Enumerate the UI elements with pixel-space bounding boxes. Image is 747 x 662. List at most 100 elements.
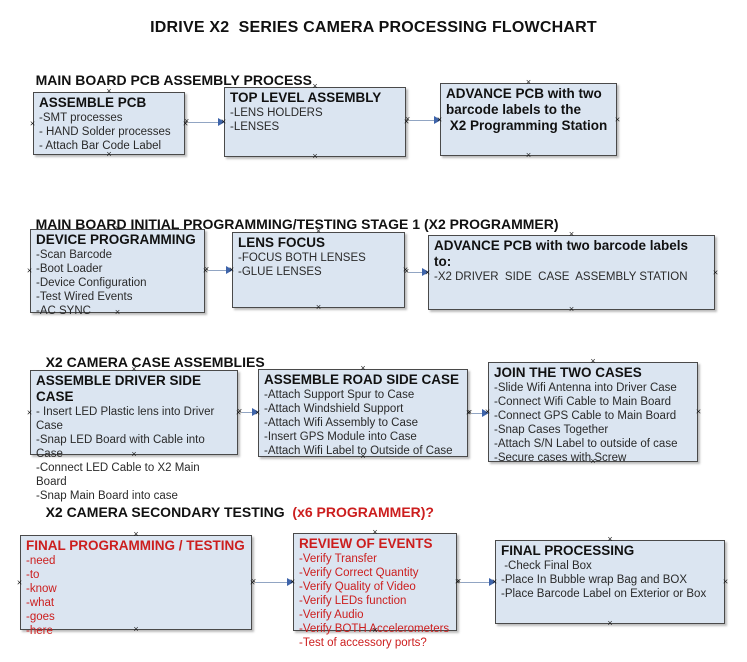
flow-box-final-processing: FINAL PROCESSING -Check Final Box -Place … <box>492 535 728 628</box>
box-line: -Verify Correct Quantity <box>299 567 419 579</box>
box-line: -Place Barcode Label on Exterior or Box <box>501 588 707 600</box>
heading-text: MAIN BOARD INITIAL PROGRAMMING/TESTING S… <box>35 216 559 232</box>
box-line: -Snap Cases Together <box>494 424 609 436</box>
box-line: -Verify Audio <box>299 609 364 621</box>
arrow-head-icon <box>489 578 496 586</box>
box-line: -LENS HOLDERS <box>230 107 323 119</box>
connector-anchor-icon: × <box>251 576 257 586</box>
box-line: -Attach Wifi Label to Outside of Case <box>264 445 453 457</box>
heading-red-text: (x6 PROGRAMMER)? <box>292 504 434 520</box>
box-title: ASSEMBLE PCB <box>39 95 147 110</box>
arrow-line <box>409 271 423 273</box>
box-line: -Test Wired Events <box>36 291 133 303</box>
box-line: - Insert LED Plastic lens into Driver Ca… <box>36 406 218 432</box>
box-line: -here <box>26 625 53 637</box>
box-title: ADVANCE PCB with two barcode labels to: <box>434 238 692 269</box>
arrow-head-icon <box>218 118 225 126</box>
arrow-head-icon <box>252 408 259 416</box>
flow-box-assemble-driver-side-case: ASSEMBLE DRIVER SIDE CASE - Insert LED P… <box>27 365 241 503</box>
box-line: -know <box>26 583 57 595</box>
connector-arrow: × <box>456 577 496 587</box>
connector-anchor-icon: × <box>405 114 411 124</box>
box-title: FINAL PROCESSING <box>501 543 635 558</box>
box-items: -FOCUS BOTH LENSES -GLUE LENSES <box>238 251 399 279</box>
connector-anchor-icon: × <box>614 114 621 124</box>
arrow-line <box>410 119 435 121</box>
box-title: FINAL PROGRAMMING / TESTING <box>26 538 245 553</box>
arrow-line <box>189 121 219 123</box>
box-line: -Attach S/N Label to outside of case <box>494 438 678 450</box>
box-line: -what <box>26 597 55 609</box>
connector-arrow: × <box>237 406 259 417</box>
box-items: -SMT processes- HAND Solder processes- A… <box>39 111 179 153</box>
flow-box-top-level-assembly: TOP LEVEL ASSEMBLY -LENS HOLDERS-LENSES … <box>221 82 409 161</box>
box-items: -Attach Support Spur to Case-Attach Wind… <box>264 388 462 458</box>
box-title: REVIEW OF EVENTS <box>299 536 433 551</box>
box-line: -Check Final Box <box>501 560 592 572</box>
heading-initial-programming: MAIN BOARD INITIAL PROGRAMMING/TESTING S… <box>20 200 559 248</box>
heading-text: X2 CAMERA CASE ASSEMBLIES <box>45 354 265 370</box>
connector-anchor-icon: × <box>360 363 366 373</box>
connector-arrow: × <box>405 114 441 125</box>
connector-arrow: × <box>184 116 225 127</box>
connector-anchor-icon: × <box>315 302 322 312</box>
connector-anchor-icon: × <box>607 618 613 628</box>
connector-anchor-icon: × <box>590 356 596 366</box>
box-title: ASSEMBLE DRIVER SIDE CASE <box>36 373 205 404</box>
arrow-line <box>461 581 490 583</box>
box-title: JOIN THE TWO CASES <box>494 365 642 380</box>
heading-secondary-testing: X2 CAMERA SECONDARY TESTING (x6 PROGRAMM… <box>30 488 434 536</box>
connector-anchor-icon: × <box>525 77 532 87</box>
box-line: -Test of accessory ports? <box>299 637 427 649</box>
flow-box-join-two-cases: JOIN THE TWO CASES -Slide Wifi Antenna i… <box>485 357 701 466</box>
box-line: -Connect Wifi Cable to Main Board <box>494 396 672 408</box>
box-line: -Verify BOTH Accelerometers <box>299 623 450 635</box>
connector-anchor-icon: × <box>16 577 23 587</box>
connector-anchor-icon: × <box>312 81 318 91</box>
box-items: -Scan Barcode-Boot Loader-Device Configu… <box>36 248 199 318</box>
connector-anchor-icon: × <box>712 267 719 277</box>
box-items: -Slide Wifi Antenna into Driver Case -Con… <box>494 381 692 465</box>
flow-box-device-programming: DEVICE PROGRAMMING -Scan Barcode-Boot Lo… <box>27 224 208 318</box>
box-line: -Verify Transfer <box>299 553 377 565</box>
box-title: TOP LEVEL ASSEMBLY <box>230 90 382 105</box>
box-line: -GLUE LENSES <box>238 266 322 278</box>
arrow-line <box>256 581 288 583</box>
heading-text: X2 CAMERA SECONDARY TESTING <box>45 504 293 520</box>
box-line: -Slide Wifi Antenna into Driver Case <box>494 382 677 394</box>
connector-anchor-icon: × <box>237 406 243 416</box>
box-line: -FOCUS BOTH LENSES <box>238 252 366 264</box>
arrow-line <box>472 412 483 414</box>
box-line: -Attach Windshield Support <box>264 403 404 415</box>
heading-case-assemblies: X2 CAMERA CASE ASSEMBLIES <box>30 338 265 386</box>
connector-anchor-icon: × <box>26 407 33 417</box>
connector-anchor-icon: × <box>404 266 410 276</box>
box-line: -Place In Bubble wrap Bag and BOX <box>501 574 688 586</box>
connector-anchor-icon: × <box>312 151 318 161</box>
box-line: - HAND Solder processes <box>39 126 171 138</box>
connector-anchor-icon: × <box>184 116 190 126</box>
connector-anchor-icon: × <box>26 265 33 276</box>
box-line: -Snap Main Board into case <box>36 490 178 502</box>
box-title: LENS FOCUS <box>238 235 326 250</box>
box-line: -goes <box>26 611 55 623</box>
connector-anchor-icon: × <box>568 229 575 239</box>
box-items: -X2 DRIVER SIDE CASE ASSEMBLY STATION <box>434 270 709 284</box>
box-line: - Attach Bar Code Label <box>39 140 162 152</box>
connector-anchor-icon: × <box>29 118 36 128</box>
connector-arrow: × <box>467 407 489 418</box>
box-title: ADVANCE PCB with two barcode labels to t… <box>446 86 608 133</box>
heading-main-board-pcb: MAIN BOARD PCB ASSEMBLY PROCESS <box>20 56 312 104</box>
connector-anchor-icon: × <box>204 264 210 274</box>
page-title: IDRIVE X2 SERIES CAMERA PROCESSING FLOWC… <box>150 19 597 36</box>
flow-box-final-programming-testing: FINAL PROGRAMMING / TESTING -need-to-kno… <box>17 530 255 638</box>
box-line: -LENSES <box>230 121 280 133</box>
arrow-head-icon <box>434 116 441 124</box>
connector-anchor-icon: × <box>467 407 473 417</box>
box-line: -Verify LEDs function <box>299 595 407 607</box>
box-line: -Device Configuration <box>36 277 147 289</box>
box-line: -Secure cases with Screw <box>494 452 627 464</box>
box-title: DEVICE PROGRAMMING <box>36 232 196 247</box>
connector-arrow: × <box>404 266 429 277</box>
connector-arrow: × <box>251 576 294 587</box>
